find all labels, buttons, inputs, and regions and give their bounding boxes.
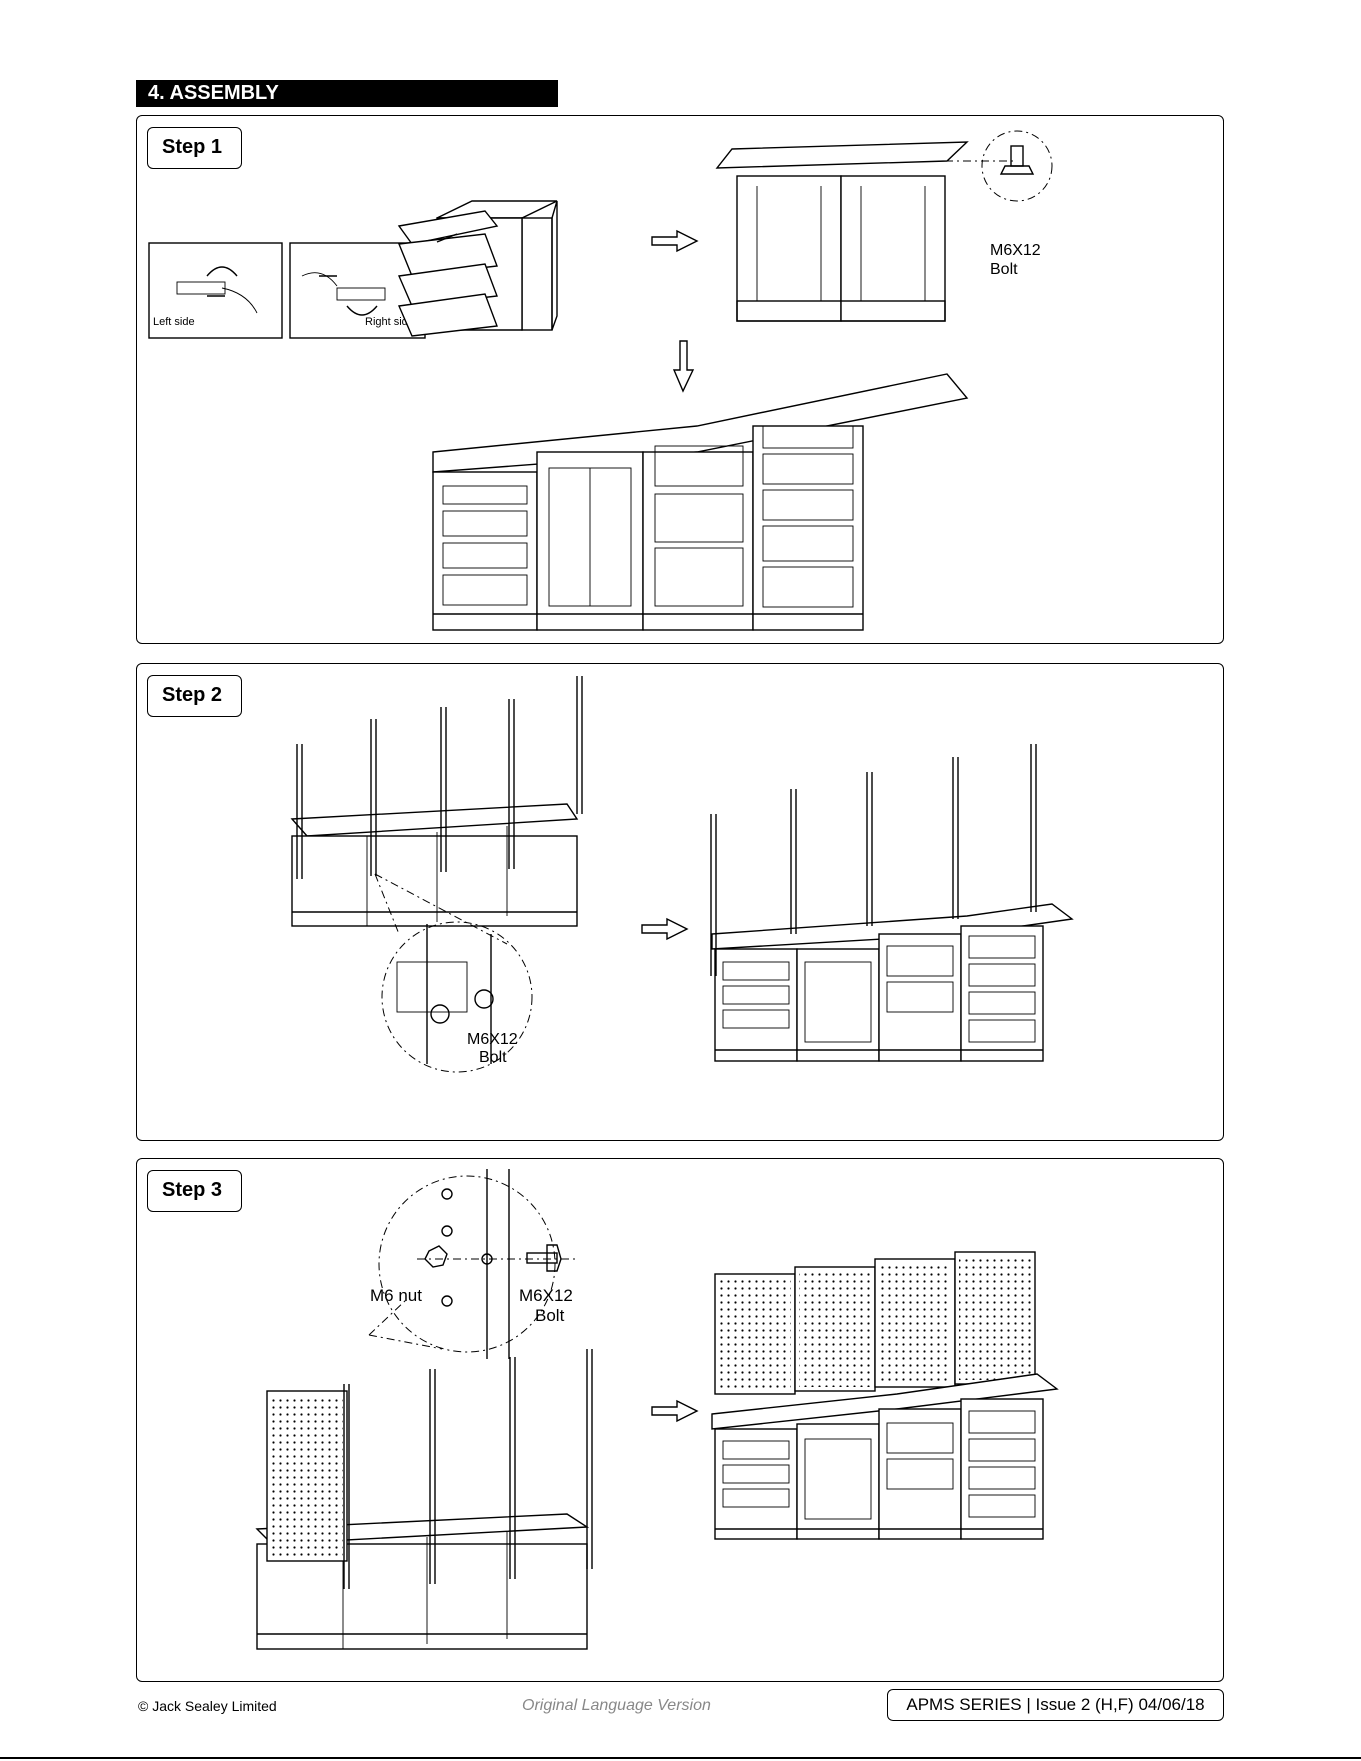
open-cabinets-with-top xyxy=(717,142,1017,321)
workbench-with-uprights xyxy=(711,744,1072,1061)
bolt-detail-circle: M6X12 Bolt xyxy=(982,131,1052,278)
arrow-right-1 xyxy=(652,231,697,251)
step-1-illustration: Left side Right side xyxy=(137,116,1225,645)
bolt-word-text-3: Bolt xyxy=(535,1306,565,1325)
drawer-cabinet-diagram xyxy=(399,201,557,336)
arrow-down-1 xyxy=(674,341,693,391)
cabinets-with-uprights-rear xyxy=(292,676,582,926)
bottom-rule xyxy=(0,1757,1361,1759)
step-2-panel: Step 2 M6X12 Bolt xyxy=(136,663,1224,1141)
left-side-text: Left side xyxy=(153,316,195,328)
language-version-text: Original Language Version xyxy=(522,1697,711,1715)
bolt-size-text-2: M6X12 xyxy=(467,1031,518,1048)
arrow-right-3 xyxy=(652,1401,697,1421)
step-1-panel: Step 1 Left side Right side xyxy=(136,115,1224,644)
cabinets-with-first-pegboard xyxy=(257,1349,592,1649)
nut-text: M6 nut xyxy=(370,1286,422,1305)
document-reference-box: APMS SERIES | Issue 2 (H,F) 04/06/18 xyxy=(887,1689,1224,1721)
bolt-word-text-1: Bolt xyxy=(990,261,1018,278)
step-3-illustration: M6 nut M6X12 Bolt xyxy=(137,1159,1225,1683)
assembled-workbench-step-1 xyxy=(433,374,967,630)
nut-bolt-detail-circle: M6 nut M6X12 Bolt xyxy=(369,1169,577,1359)
step-3-panel: Step 3 M6 nut M6X12 Bolt xyxy=(136,1158,1224,1682)
workbench-with-pegboards xyxy=(712,1252,1057,1539)
section-title: 4. ASSEMBLY xyxy=(136,80,558,107)
bolt-size-text-1: M6X12 xyxy=(990,242,1041,259)
arrow-right-2 xyxy=(642,919,687,939)
copyright-text: © Jack Sealey Limited xyxy=(138,1698,277,1714)
left-side-release-diagram: Left side xyxy=(149,243,282,338)
bolt-word-text-2: Bolt xyxy=(479,1049,507,1066)
step-2-illustration: M6X12 Bolt xyxy=(137,664,1225,1142)
bolt-size-text-3: M6X12 xyxy=(519,1286,573,1305)
